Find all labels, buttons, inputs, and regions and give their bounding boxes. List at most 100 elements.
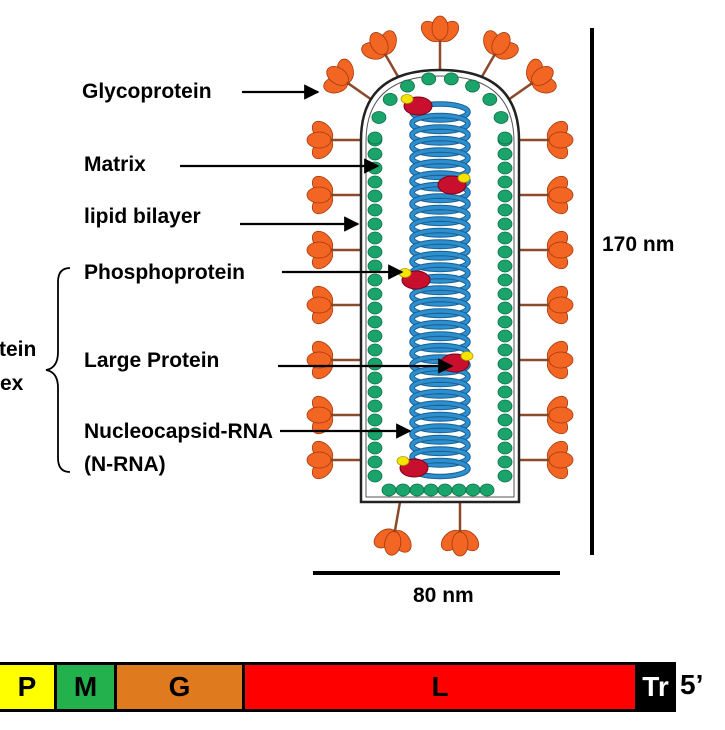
gene-tr: Tr (638, 662, 676, 712)
label-lipid-bilayer: lipid bilayer (84, 205, 201, 228)
glycoprotein-spike (306, 340, 361, 380)
matrix-protein (497, 273, 513, 287)
spike-petal (548, 296, 574, 314)
spike-petal (306, 186, 332, 204)
matrix-protein (497, 245, 513, 259)
gene-l: L (245, 662, 638, 712)
glycoprotein-spike (519, 230, 574, 270)
matrix-protein (497, 371, 513, 385)
matrix-layer (367, 72, 513, 497)
label-complex-line2: ex (0, 372, 24, 395)
matrix-protein (367, 329, 383, 343)
label-five-prime-end: 5’ (680, 669, 704, 700)
matrix-protein (367, 259, 383, 273)
glycoprotein-spike (306, 175, 361, 215)
spike-petal (548, 241, 574, 259)
matrix-protein (497, 469, 513, 483)
matrix-protein (367, 371, 383, 385)
glycoprotein-spike (361, 30, 402, 81)
spike-petal (548, 186, 574, 204)
glycoprotein-spike (306, 440, 361, 480)
matrix-protein (497, 455, 513, 469)
matrix-protein (381, 483, 397, 497)
spike-petal (306, 241, 332, 259)
glycoprotein-spike (420, 15, 460, 70)
phosphoprotein (457, 173, 471, 183)
spike-petal (384, 531, 402, 556)
matrix-protein (497, 329, 513, 343)
phosphoprotein (396, 456, 410, 466)
glycoprotein-spike (519, 340, 574, 380)
glycoprotein-spike (519, 440, 574, 480)
matrix-protein (443, 72, 459, 86)
matrix-protein (367, 231, 383, 245)
complex-brace (45, 267, 71, 473)
label-nucleocapsid-line1: Nucleocapsid-RNA (84, 420, 274, 443)
glycoprotein-spike (519, 175, 574, 215)
label-complex-line1: tein (0, 338, 37, 361)
matrix-protein (367, 385, 383, 399)
matrix-protein (409, 483, 425, 497)
matrix-protein (367, 469, 383, 483)
coil-turn-highlight (410, 401, 470, 421)
matrix-protein (367, 273, 383, 287)
gene-p: P (0, 662, 57, 712)
gene-m: M (57, 662, 117, 712)
matrix-protein (400, 79, 415, 93)
coil-turn-highlight (410, 159, 470, 180)
matrix-protein (367, 161, 383, 175)
spike-stem (383, 53, 402, 81)
glycoprotein-spike (519, 395, 574, 435)
matrix-protein (497, 161, 513, 175)
matrix-protein (497, 287, 513, 301)
spike-petal (548, 451, 574, 469)
matrix-protein (371, 111, 387, 124)
matrix-protein (367, 203, 383, 217)
coil-turn-highlight (410, 320, 470, 341)
matrix-protein (367, 357, 383, 371)
spike-petal (306, 406, 332, 424)
matrix-protein (497, 357, 513, 371)
matrix-protein (497, 259, 513, 273)
matrix-protein (395, 483, 411, 497)
matrix-protein (367, 343, 383, 357)
glycoprotein-spike (306, 285, 361, 325)
spike-petal (306, 351, 332, 369)
matrix-protein (367, 245, 383, 259)
coil-turn-highlight (410, 297, 470, 318)
glycoprotein-spike (478, 30, 519, 81)
matrix-protein (497, 147, 513, 161)
spike-petal (491, 32, 511, 56)
glycoprotein-spikes (306, 15, 574, 557)
coil-turn-highlight (410, 332, 470, 352)
spike-petal (306, 451, 332, 469)
matrix-protein (421, 72, 437, 86)
matrix-protein (497, 413, 513, 427)
coil-turn-highlight (410, 217, 470, 237)
matrix-protein (367, 147, 383, 161)
coil-turn-highlight (410, 240, 470, 260)
spike-petal (306, 131, 332, 149)
label-length: 170 nm (602, 233, 675, 256)
spike-stem (478, 53, 497, 81)
glycoprotein-spike (519, 120, 574, 160)
matrix-protein (493, 111, 509, 124)
label-large-protein: Large Protein (84, 349, 220, 372)
matrix-protein (367, 175, 383, 189)
glycoprotein-spike (323, 58, 373, 102)
label-glycoprotein: Glycoprotein (82, 80, 212, 103)
coil-turn-highlight (410, 412, 470, 433)
pointer-arrows (180, 84, 454, 439)
matrix-protein (367, 413, 383, 427)
matrix-protein (367, 427, 383, 441)
spike-petal (531, 66, 554, 86)
coil-turn-highlight (410, 228, 470, 249)
matrix-protein (497, 231, 513, 245)
matrix-protein (497, 427, 513, 441)
matrix-protein (497, 385, 513, 399)
coil-turn-highlight (410, 148, 470, 168)
label-width: 80 nm (413, 584, 474, 607)
coil-turn-highlight (410, 205, 470, 226)
matrix-protein (497, 399, 513, 413)
